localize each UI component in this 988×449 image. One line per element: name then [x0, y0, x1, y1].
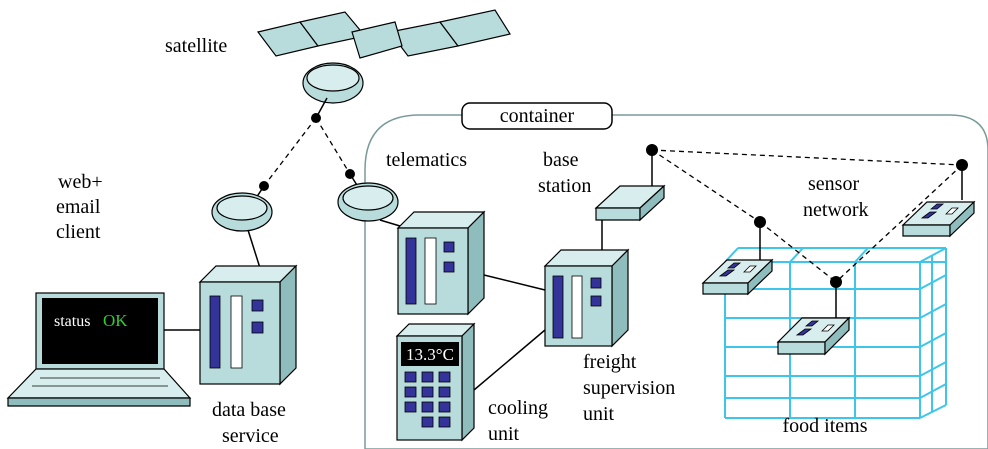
uplink-dbservice [263, 117, 317, 187]
web-client-label-1: web+ [58, 171, 103, 193]
freight-label-2: supervision [583, 377, 675, 399]
uplink-telematics [315, 117, 351, 175]
sensor-node-right-icon [901, 159, 976, 238]
dish-antenna-left-icon [211, 181, 273, 269]
data-base-label-2: service [222, 425, 279, 447]
cooling-label-1: cooling [488, 397, 548, 419]
sensor-link-3 [759, 221, 837, 283]
telematics-label: telematics [386, 149, 467, 171]
cooling-label-2: unit [488, 423, 520, 445]
freight-label-1: freight [583, 351, 637, 373]
satellite-label: satellite [165, 35, 227, 57]
sensor-network-label-2: network [803, 199, 869, 221]
keypad-key [404, 371, 417, 383]
keypad-key [438, 386, 451, 398]
base-station-label-1: base [543, 149, 579, 171]
satellite-node [311, 113, 321, 123]
satellite-icon [256, 9, 511, 119]
sensor-network-label-1: sensor [808, 173, 859, 195]
food-items-grid [724, 247, 947, 419]
food-items-label: food items [783, 415, 868, 437]
container-boundary [364, 114, 988, 449]
dish-antenna-right-icon [337, 169, 421, 233]
freight-label-3: unit [583, 403, 615, 425]
keypad-key [438, 371, 451, 383]
link-telematics-freight [483, 274, 546, 291]
sensor-link-2 [651, 149, 761, 223]
keypad-key [421, 386, 434, 398]
data-base-label-1: data base [212, 399, 286, 421]
web-client-label-2: email [56, 196, 101, 218]
keypad-key [421, 416, 434, 428]
laptop-status-value: OK [103, 311, 128, 330]
keypad-key [421, 371, 434, 383]
container-label: container [500, 105, 575, 127]
base-station-icon [594, 144, 666, 222]
container-label-box [461, 102, 613, 130]
cooling-temperature: 13.3°C [406, 345, 454, 364]
laptop-status-text: status [54, 313, 90, 330]
telematics-unit-icon [396, 210, 486, 316]
sensor-link-1 [651, 149, 963, 166]
web-client-label-3: client [56, 221, 101, 243]
keypad-key [404, 401, 417, 413]
data-base-server-icon [198, 264, 298, 386]
sensor-node-center-icon [776, 276, 851, 356]
laptop-icon [6, 292, 192, 407]
freight-supervision-unit-icon [543, 248, 630, 348]
keypad-key [438, 401, 451, 413]
link-cooling-freight [473, 329, 546, 391]
keypad-key [404, 386, 417, 398]
base-station-label-2: station [538, 175, 591, 197]
keypad-key [421, 401, 434, 413]
sensor-link-4 [835, 164, 963, 283]
cooling-unit-icon [395, 322, 476, 442]
sensor-node-left-icon [701, 216, 774, 296]
keypad-key [438, 416, 451, 428]
